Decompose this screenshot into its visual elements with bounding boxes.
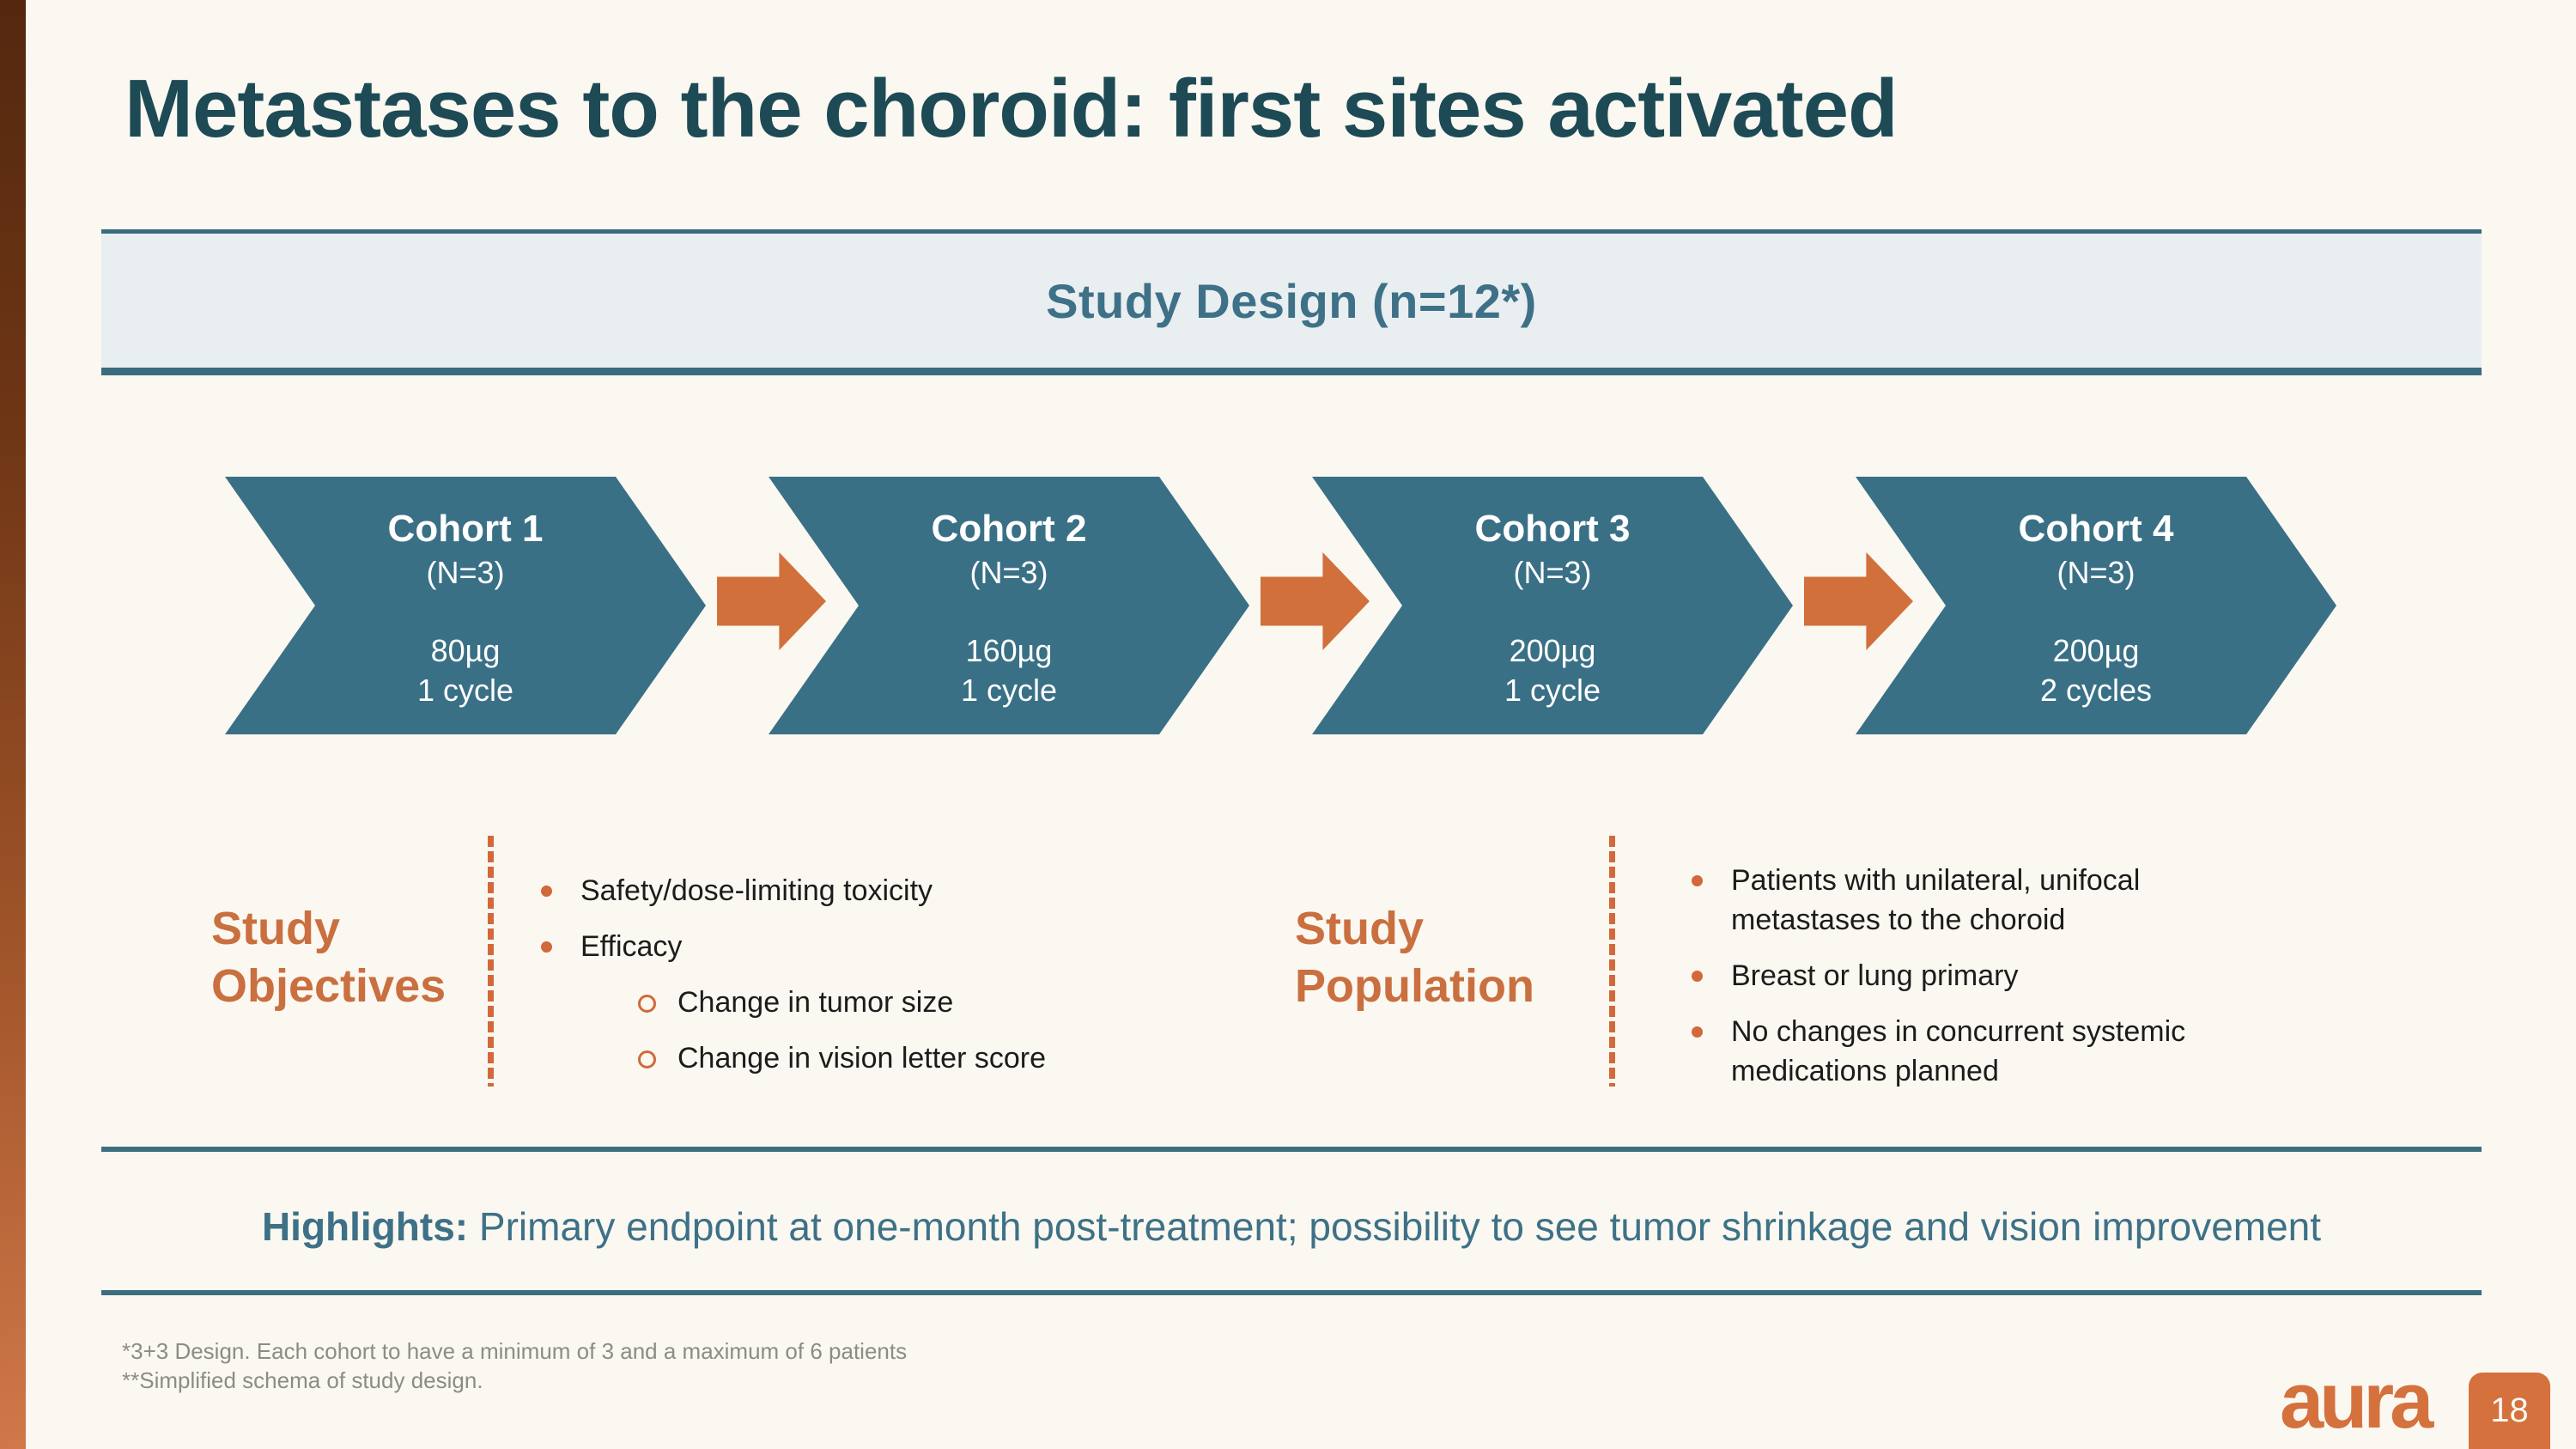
cohort-2-dose: 160µg bbox=[965, 633, 1053, 668]
study-design-banner: Study Design (n=12*) bbox=[101, 229, 2482, 375]
list-item: Safety/dose-limiting toxicity bbox=[524, 871, 1194, 910]
footnote-line: *3+3 Design. Each cohort to have a minim… bbox=[122, 1338, 908, 1364]
cohort-3-chevron: Cohort 3 (N=3) 200µg 1 cycle bbox=[1312, 477, 1793, 734]
cohort-1-n: (N=3) bbox=[426, 555, 505, 590]
cohort-3-dose: 200µg bbox=[1509, 633, 1596, 668]
list-item: Change in vision letter score bbox=[524, 1038, 1194, 1078]
highlights-bottom-rule bbox=[101, 1290, 2482, 1295]
study-objectives-heading: Study Objectives bbox=[211, 903, 447, 1012]
list-item: Efficacy bbox=[524, 927, 1194, 966]
cohort-1-dose: 80µg bbox=[430, 633, 501, 668]
cohort-4-name: Cohort 4 bbox=[2018, 508, 2174, 550]
footnotes: *3+3 Design. Each cohort to have a minim… bbox=[122, 1336, 907, 1395]
page-number-badge: 18 bbox=[2469, 1373, 2550, 1449]
list-item: Breast or lung primary bbox=[1674, 956, 2241, 995]
cohort-1-cycles: 1 cycle bbox=[416, 673, 514, 708]
highlights-text: Highlights: Primary endpoint at one-mont… bbox=[101, 1201, 2482, 1252]
highlights-label: Highlights: bbox=[261, 1204, 469, 1249]
population-list: Patients with unilateral, unifocal metas… bbox=[1674, 861, 2241, 1107]
cohort-2-name: Cohort 2 bbox=[931, 508, 1087, 550]
cohort-4-cycles: 2 cycles bbox=[2039, 673, 2153, 708]
cohort-1-chevron: Cohort 1 (N=3) 80µg 1 cycle bbox=[225, 477, 706, 734]
population-dashed-divider bbox=[1609, 836, 1615, 1087]
cohort-3-n: (N=3) bbox=[1513, 555, 1592, 590]
cohort-2-n: (N=3) bbox=[969, 555, 1048, 590]
cohort-4-n: (N=3) bbox=[2057, 555, 2136, 590]
cohort-1-name: Cohort 1 bbox=[387, 508, 544, 550]
right-arrow-icon bbox=[717, 552, 826, 650]
cohort-4-dose: 200µg bbox=[2052, 633, 2140, 668]
cohort-3-name: Cohort 3 bbox=[1474, 508, 1631, 550]
slide-accent-bar bbox=[0, 0, 26, 1449]
study-population-heading: Study Population bbox=[1295, 903, 1534, 1012]
list-item: Patients with unilateral, unifocal metas… bbox=[1674, 861, 2241, 940]
objectives-list: Safety/dose-limiting toxicity Efficacy C… bbox=[524, 871, 1194, 1094]
footnote-line: **Simplified schema of study design. bbox=[122, 1367, 483, 1393]
highlights-top-rule bbox=[101, 1147, 2482, 1152]
cohort-4-chevron: Cohort 4 (N=3) 200µg 2 cycles bbox=[1856, 477, 2336, 734]
cohort-3-cycles: 1 cycle bbox=[1504, 673, 1601, 708]
objectives-dashed-divider bbox=[488, 836, 494, 1087]
right-arrow-icon bbox=[1804, 552, 1913, 650]
right-arrow-icon bbox=[1261, 552, 1370, 650]
cohort-2-cycles: 1 cycle bbox=[960, 673, 1058, 708]
study-design-banner-title: Study Design (n=12*) bbox=[1046, 273, 1537, 328]
page-title: Metastases to the choroid: first sites a… bbox=[125, 63, 1899, 155]
page-number: 18 bbox=[2490, 1391, 2529, 1429]
list-item: Change in tumor size bbox=[524, 983, 1194, 1022]
cohort-2-chevron: Cohort 2 (N=3) 160µg 1 cycle bbox=[769, 477, 1249, 734]
highlights-body: Primary endpoint at one-month post-treat… bbox=[468, 1204, 2322, 1249]
aura-logo: aura bbox=[2280, 1357, 2433, 1445]
list-item: No changes in concurrent systemic medica… bbox=[1674, 1012, 2241, 1091]
